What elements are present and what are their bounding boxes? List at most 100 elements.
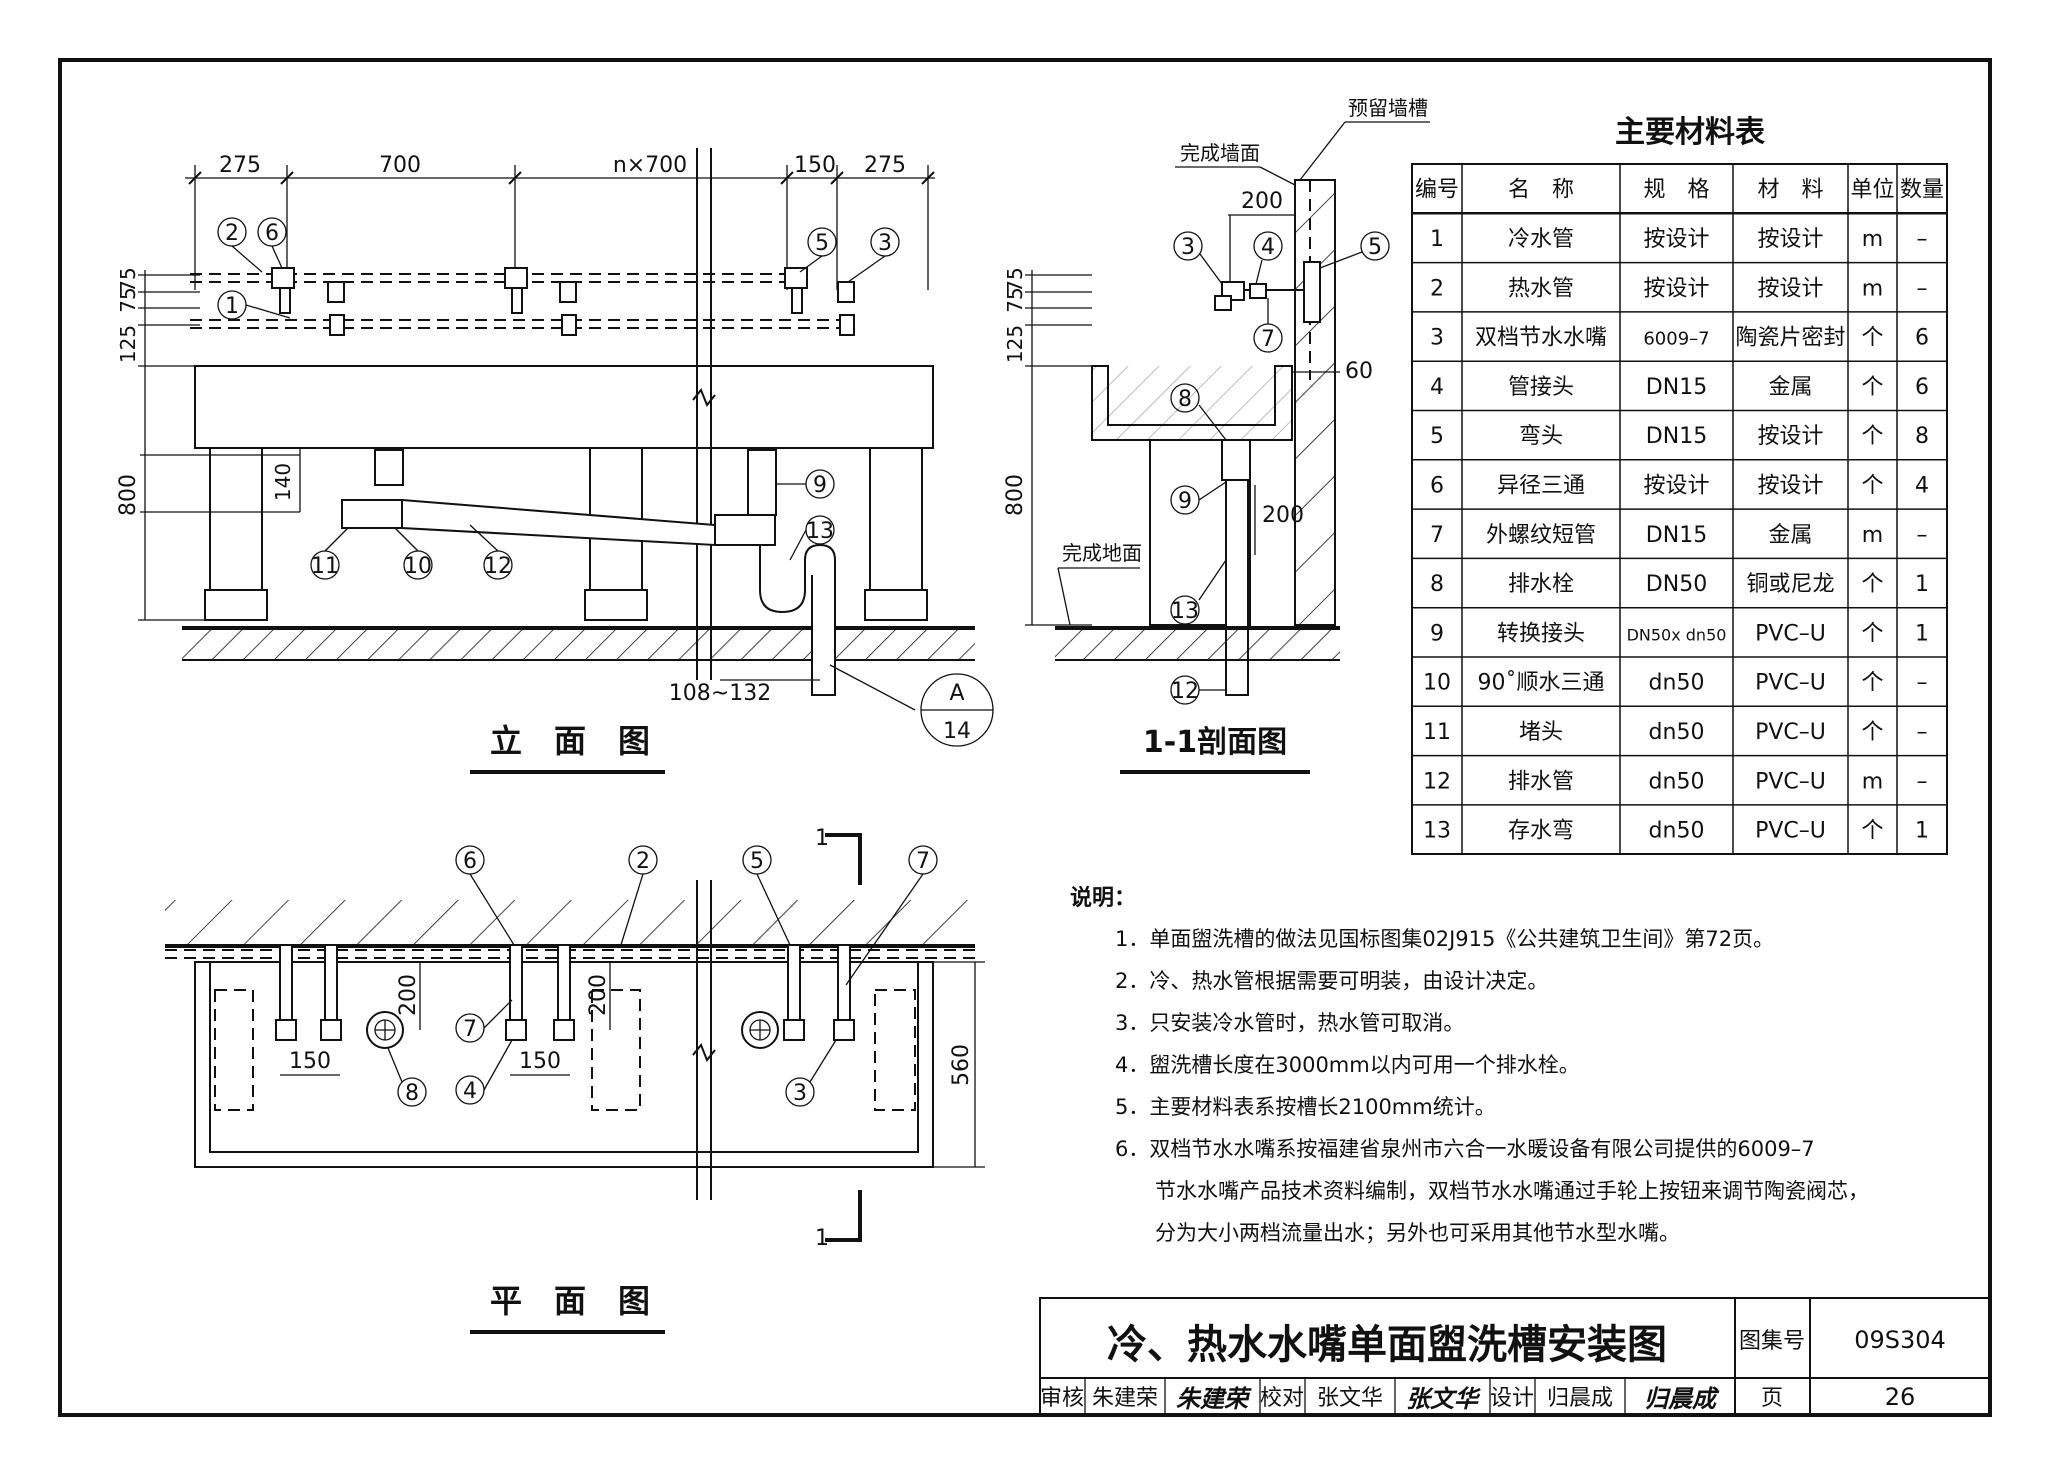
table-cell: 2 (1430, 276, 1444, 301)
table-cell: 堵头 (1519, 720, 1563, 745)
section-dim-60: 60 (1345, 359, 1373, 384)
table-cell: 按设计 (1643, 276, 1709, 301)
table-cell: – (1917, 523, 1928, 548)
note-6-line-2: 节水水嘴产品技术资料编制，双档节水水嘴通过手轮上按钮来调节陶瓷阀芯， (1155, 1179, 1869, 1203)
section-callout-9: 9 (1178, 489, 1192, 514)
dim-75-b: 75 (116, 267, 140, 292)
table-cell: 金属 (1768, 523, 1812, 548)
title-block: 冷、热水水嘴单面盥洗槽安装图 图集号 09S304 页 26 审核 朱建荣 朱建… (1039, 1297, 1991, 1416)
callout-3: 3 (878, 231, 892, 256)
table-cell: 个 (1861, 720, 1883, 745)
table-cell: dn50 (1649, 671, 1705, 696)
plan-callout-8: 8 (405, 1081, 419, 1106)
table-cell: 1 (1915, 572, 1929, 597)
table-cell: 1 (1915, 621, 1929, 646)
section-callout-12: 12 (1171, 679, 1199, 704)
callout-1: 1 (225, 294, 239, 319)
plan-dim-200-a: 200 (396, 974, 421, 1016)
section-callout-7: 7 (1261, 327, 1275, 352)
table-cell: 个 (1861, 473, 1883, 498)
plan-callout-5: 5 (750, 849, 764, 874)
dim-275-right: 275 (864, 153, 906, 178)
table-cell: 个 (1861, 572, 1883, 597)
table-cell: m (1862, 523, 1883, 548)
section-dim-800: 800 (1003, 474, 1028, 516)
table-cell: 6 (1915, 326, 1929, 351)
table-cell: 个 (1861, 424, 1883, 449)
section-dim-75-b: 75 (1003, 267, 1027, 292)
table-cell: 外螺纹短管 (1486, 523, 1596, 548)
table-header-cell: 材 料 (1757, 178, 1823, 203)
plan-title: 平 面 图 (490, 1282, 650, 1320)
table-header-cell: 数量 (1900, 178, 1944, 203)
dim-75-a: 75 (116, 287, 140, 312)
table-cell: 金属 (1768, 375, 1812, 400)
section-callout-4: 4 (1261, 235, 1275, 260)
table-cell: 1 (1915, 819, 1929, 844)
table-cell: – (1917, 720, 1928, 745)
section-callout-8: 8 (1178, 387, 1192, 412)
table-cell: 个 (1861, 326, 1883, 351)
table-cell: dn50 (1649, 819, 1705, 844)
table-cell: 双档节水水嘴 (1475, 326, 1607, 351)
dim-275-left: 275 (219, 153, 261, 178)
checker-name: 张文华 (1317, 1386, 1383, 1411)
section-mark-top: 1 (815, 826, 829, 851)
note-1: 1．单面盥洗槽的做法见国标图集02J915《公共建筑卫生间》第72页。 (1115, 927, 1774, 951)
table-header-cell: 规 格 (1643, 178, 1709, 203)
materials-title: 主要材料表 (1615, 115, 1765, 150)
table-cell: 陶瓷片密封 (1735, 326, 1845, 351)
section-dim-200-drain: 200 (1262, 503, 1304, 528)
label-finished-floor: 完成地面 (1062, 541, 1142, 565)
reviewer-signature: 朱建荣 (1176, 1385, 1252, 1413)
dim-n-700: n×700 (613, 153, 687, 178)
table-header-cell: 编号 (1415, 178, 1459, 203)
page-label: 页 (1761, 1386, 1783, 1411)
sheet-border (58, 58, 1992, 1417)
table-cell: 个 (1861, 671, 1883, 696)
table-cell: 6009–7 (1643, 329, 1709, 350)
table-cell: 按设计 (1757, 424, 1823, 449)
table-cell: 个 (1861, 819, 1883, 844)
table-cell: m (1862, 276, 1883, 301)
check-label: 校对 (1260, 1386, 1304, 1411)
plan-dim-150-a: 150 (289, 1049, 331, 1074)
plan-callout-7-right: 7 (916, 849, 930, 874)
table-cell: 8 (1430, 572, 1444, 597)
section-dim-200: 200 (1241, 189, 1283, 214)
note-6: 6．双档节水水嘴系按福建省泉州市六合一水暖设备有限公司提供的6009–7 (1115, 1137, 1815, 1161)
notes-block: 说明： 1．单面盥洗槽的做法见国标图集02J915《公共建筑卫生间》第72页。 … (1070, 885, 1869, 1245)
section-dim-75-a: 75 (1003, 287, 1027, 312)
table-cell: 按设计 (1757, 473, 1823, 498)
checker-signature: 张文华 (1406, 1385, 1481, 1413)
table-cell: 转换接头 (1497, 621, 1585, 646)
table-cell: 铜或尼龙 (1746, 572, 1834, 597)
table-cell: DN15 (1646, 375, 1707, 400)
note-5: 5．主要材料表系按槽长2100mm统计。 (1115, 1095, 1496, 1119)
plan-view: 200 200 150 150 560 6 2 5 7 7 4 8 3 1 1 (165, 826, 985, 1334)
dim-700: 700 (379, 153, 421, 178)
detail-ref-14: 14 (943, 719, 971, 744)
elevation-view: 275 700 n×700 150 275 125 75 75 800 (116, 148, 994, 774)
table-cell: 8 (1915, 424, 1929, 449)
section-view: 预留墙槽 完成墙面 200 3 4 5 7 (1003, 96, 1430, 774)
table-cell: dn50 (1649, 720, 1705, 745)
designer-name: 归晨成 (1547, 1386, 1613, 1411)
table-cell: 11 (1423, 720, 1451, 745)
table-cell: 个 (1861, 375, 1883, 400)
design-label: 设计 (1490, 1386, 1534, 1411)
section-dim-125: 125 (1003, 325, 1027, 363)
table-cell: 弯头 (1519, 424, 1563, 449)
note-3: 3．只安装冷水管时，热水管可取消。 (1115, 1011, 1464, 1035)
table-cell: 异径三通 (1497, 473, 1585, 498)
label-finished-wall: 完成墙面 (1180, 141, 1260, 165)
note-6-line-3: 分为大小两档流量出水；另外也可采用其他节水型水嘴。 (1155, 1221, 1680, 1245)
table-cell: 按设计 (1643, 227, 1709, 252)
plan-callout-6: 6 (463, 849, 477, 874)
section-callout-13: 13 (1171, 599, 1199, 624)
table-cell: DN50x dn50 (1627, 625, 1727, 644)
table-cell: 管接头 (1508, 375, 1574, 400)
plan-callout-3: 3 (793, 1081, 807, 1106)
